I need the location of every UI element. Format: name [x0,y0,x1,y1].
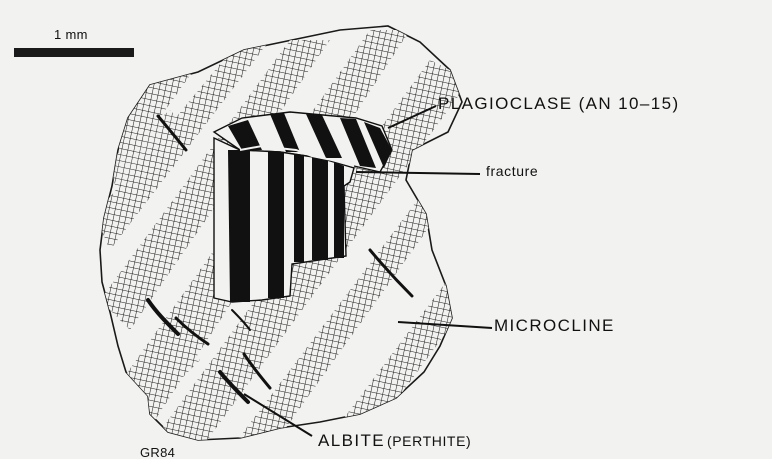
label-fracture: fracture [486,163,538,179]
label-microcline: MICROCLINE [494,316,615,335]
scale-bar-bar [14,48,134,57]
scale-bar-label: 1 mm [54,27,88,42]
credit-label: GR84 [140,445,175,459]
label-albite-main: ALBITE [318,431,385,450]
label-albite: ALBITE(PERTHITE) [318,431,471,450]
label-plagioclase: PLAGIOCLASE (AN 10–15) [438,94,680,113]
scale-bar: 1 mm [14,27,134,57]
label-albite-paren: (PERTHITE) [387,433,471,449]
